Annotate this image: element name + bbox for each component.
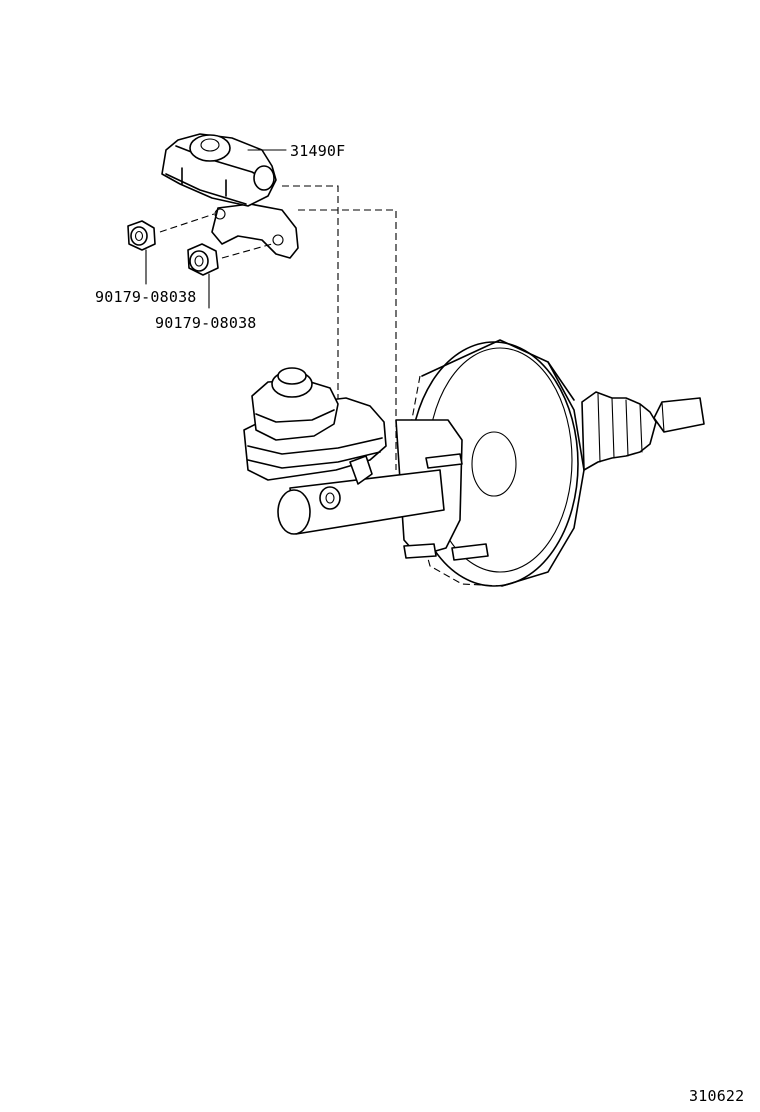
assembly-dashed-lines bbox=[159, 185, 397, 470]
nut-right[interactable] bbox=[187, 243, 219, 276]
label-31490f: 31490F bbox=[290, 142, 345, 160]
nut-left[interactable] bbox=[127, 220, 156, 251]
label-nut-left: 90179-08038 bbox=[95, 288, 197, 306]
master-cylinder[interactable] bbox=[243, 367, 489, 561]
label-nut-right: 90179-08038 bbox=[155, 314, 257, 332]
part-31490f-bracket[interactable] bbox=[161, 133, 299, 259]
booster-boot-and-pushrod[interactable] bbox=[581, 391, 705, 471]
diagram-id: 310622 bbox=[689, 1087, 744, 1105]
